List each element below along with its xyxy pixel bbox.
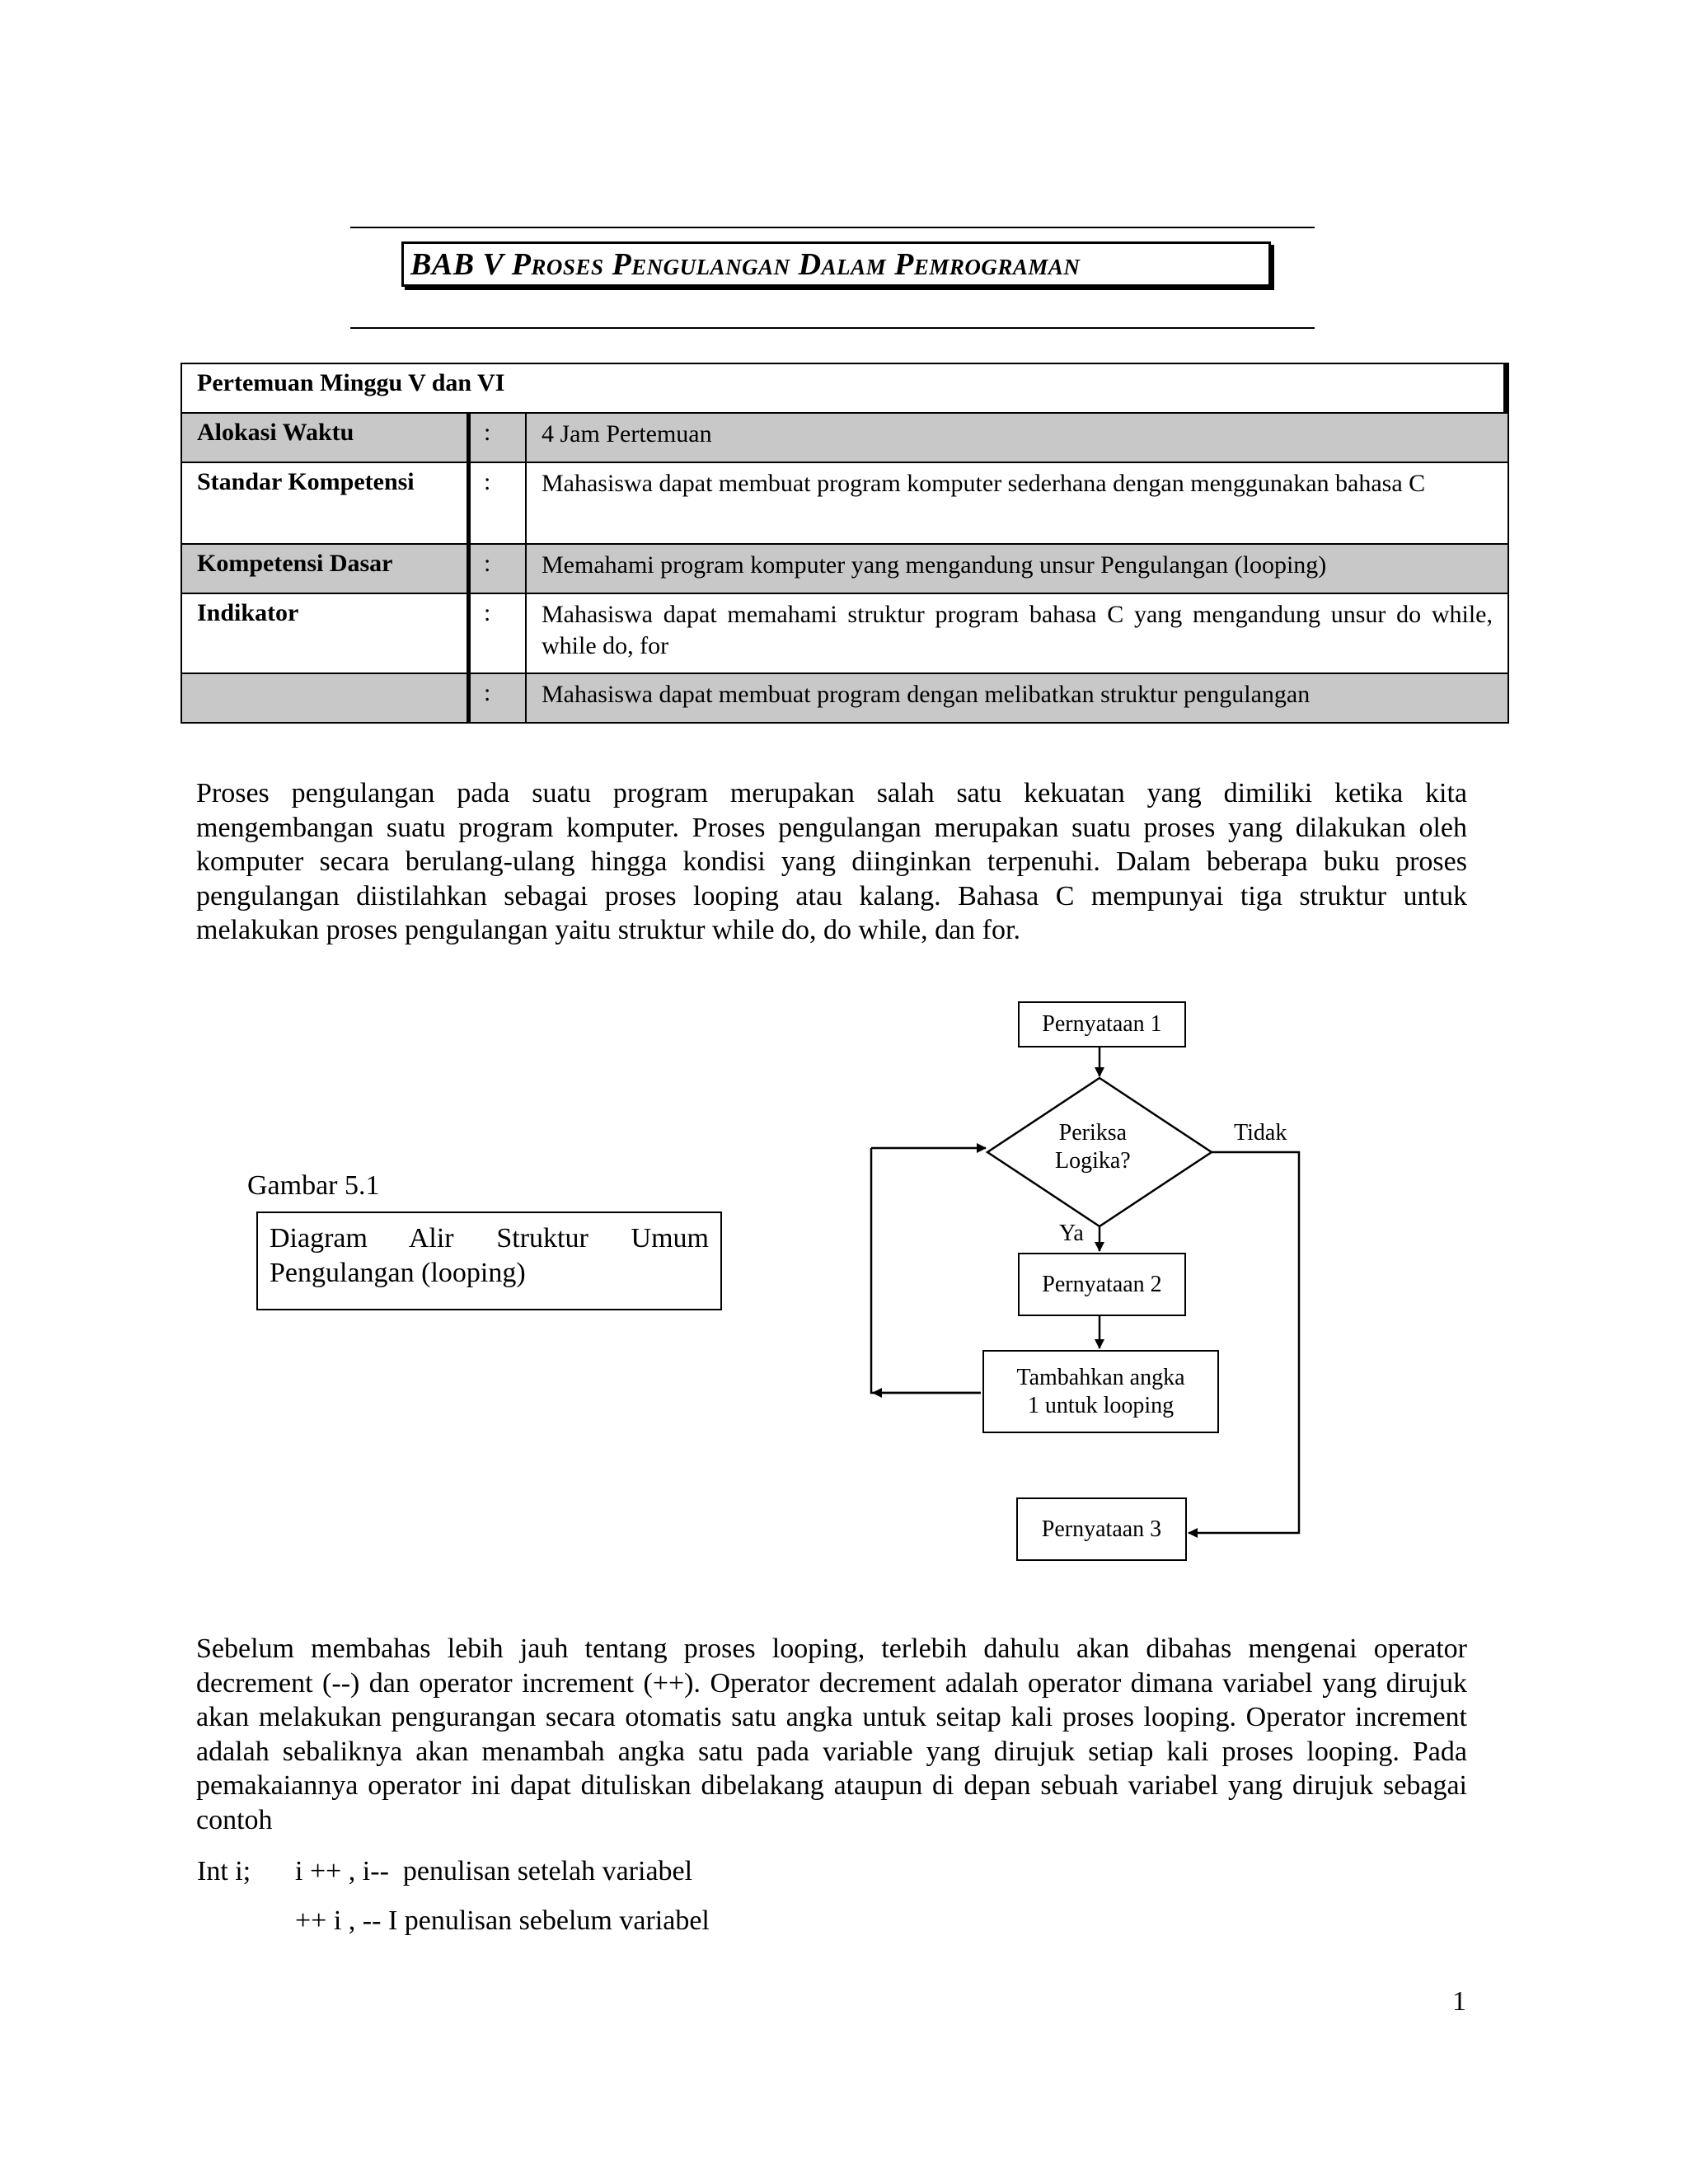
page-number: 1	[1452, 1986, 1466, 2017]
row-colon: :	[471, 463, 527, 543]
row-label: Alokasi Waktu	[182, 414, 471, 462]
no-branch-line	[1188, 1151, 1301, 1538]
row-value: 4 Jam Pertemuan	[542, 420, 712, 448]
row-label: Kompetensi Dasar	[182, 545, 471, 593]
increment-line1: Tambahkan angka	[1016, 1364, 1185, 1390]
row-value: Mahasiswa dapat memahami struktur progra…	[542, 601, 1493, 659]
meeting-info-table: Pertemuan Minggu V dan VI Alokasi Waktu …	[181, 363, 1509, 724]
bottom-rule	[350, 327, 1315, 329]
row-value: Mahasiswa dapat membuat program komputer…	[542, 470, 1426, 497]
row-colon: :	[471, 414, 527, 462]
row-colon: :	[471, 545, 527, 593]
yes-label: Ya	[1059, 1221, 1084, 1246]
row-colon: :	[471, 594, 527, 673]
table-header: Pertemuan Minggu V dan VI	[182, 364, 1507, 414]
row-value: Memahami program komputer yang mengandun…	[542, 551, 1327, 579]
loop-back-line	[870, 1148, 981, 1394]
code-declaration: Int i;	[197, 1856, 251, 1886]
row-label: Standar Kompetensi	[182, 463, 471, 543]
no-label: Tidak	[1234, 1120, 1287, 1146]
row-value: Mahasiswa dapat membuat program dengan m…	[542, 681, 1311, 708]
operator-paragraph: Sebelum membahas lebih jauh tentang pros…	[196, 1633, 1467, 1835]
decision-text: Periksa Logika?	[1055, 1119, 1131, 1175]
figure-caption: Diagram Alir Struktur Umum Pengulangan (…	[256, 1212, 722, 1310]
statement2-box: Pernyataan 2	[1018, 1253, 1186, 1316]
increment-box: Tambahkan angka 1 untuk looping	[982, 1350, 1219, 1433]
row-label	[182, 674, 471, 722]
top-rule	[350, 227, 1315, 228]
table-row: Indikator : Mahasiswa dapat memahami str…	[182, 594, 1507, 674]
figure-label: Gambar 5.1	[247, 1170, 380, 1201]
code-line-postfix: i ++ , i-- penulisan setelah variabel	[295, 1856, 693, 1886]
row-label: Indikator	[182, 594, 471, 673]
table-row: Standar Kompetensi : Mahasiswa dapat mem…	[182, 463, 1507, 545]
increment-line2: 1 untuk looping	[1027, 1392, 1175, 1418]
table-row: : Mahasiswa dapat membuat program dengan…	[182, 674, 1507, 722]
table-row: Kompetensi Dasar : Memahami program komp…	[182, 545, 1507, 594]
chapter-title-box: BAB V Proses Pengulangan Dalam Pemrogram…	[401, 241, 1271, 287]
decision-line2: Logika?	[1055, 1148, 1131, 1174]
row-colon: :	[471, 674, 527, 722]
intro-paragraph: Proses pengulangan pada suatu program me…	[196, 778, 1467, 945]
chapter-title: BAB V Proses Pengulangan Dalam Pemrogram…	[410, 246, 1081, 282]
decision-line1: Periksa	[1058, 1120, 1128, 1146]
statement3-box: Pernyataan 3	[1016, 1497, 1187, 1561]
table-row: Alokasi Waktu : 4 Jam Pertemuan	[182, 414, 1507, 463]
code-line-prefix: ++ i , -- I penulisan sebelum variabel	[295, 1905, 710, 1936]
statement1-box: Pernyataan 1	[1018, 1001, 1186, 1047]
